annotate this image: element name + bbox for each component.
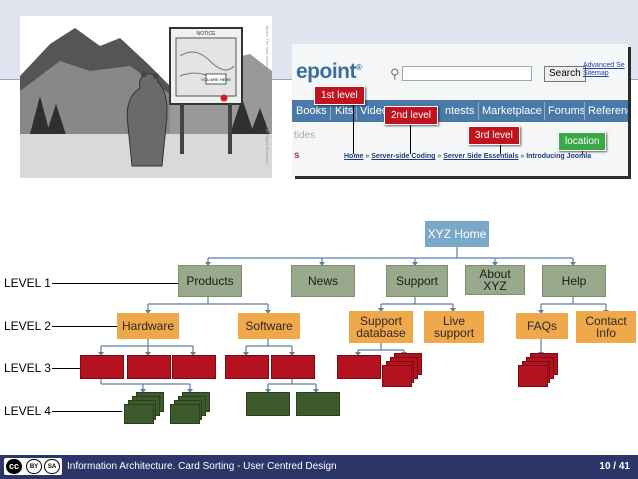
breadcrumb-home[interactable]: Home (344, 153, 364, 160)
nav-separator (478, 102, 479, 120)
bear-map-cartoon: YOU ARE HERE NOTICE Bears, The New Yorke… (20, 16, 272, 178)
nav-books[interactable]: Books (296, 105, 327, 117)
level3-page (337, 355, 381, 379)
level3-page (80, 355, 124, 379)
nav-marketplace[interactable]: Marketplace (482, 105, 542, 117)
footer-title: Information Architecture. Card Sorting -… (67, 461, 337, 472)
tag-location: location (558, 132, 607, 151)
you-are-here-marker (220, 94, 228, 102)
page-number: 10 / 41 (599, 461, 630, 472)
sign-title: NOTICE (197, 31, 217, 37)
breadcrumb-level2[interactable]: Server Side Essentials (443, 153, 519, 160)
advanced-search-link[interactable]: Advanced Se (583, 62, 625, 69)
pointer-line-first (353, 104, 354, 154)
slide-footer: cc BY SA Information Architecture. Card … (0, 455, 638, 479)
cc-icon: cc (6, 459, 22, 474)
hierarchy-connectors (98, 247, 609, 393)
level-3-label: LEVEL 3 (4, 361, 51, 375)
site-search-button[interactable]: Search (544, 66, 586, 82)
svg-text:Bears, The New Yorker Collecti: Bears, The New Yorker Collection from ca… (265, 26, 270, 165)
sitemap-link[interactable]: Sitemap (583, 70, 609, 77)
node-software: Software (238, 313, 300, 339)
breadcrumb-separator: » (437, 153, 442, 160)
tag-third-level: 3rd level (468, 126, 520, 145)
level-2-label: LEVEL 2 (4, 319, 51, 333)
node-products: Products (178, 265, 242, 297)
level3-page (225, 355, 269, 379)
nav-video[interactable]: Video (360, 105, 388, 117)
breadcrumb: Home » Server-side Coding » Server Side … (344, 153, 591, 160)
level4-page (296, 392, 340, 416)
nav-forums[interactable]: Forums (548, 105, 586, 117)
level-1-label: LEVEL 1 (4, 276, 51, 290)
pointer-line-third (500, 140, 501, 154)
breadcrumb-current: Introducing Joomla (526, 153, 592, 160)
nav-separator (584, 102, 585, 120)
node-help: Help (542, 265, 606, 297)
sidebar-fragment: tides (294, 130, 316, 141)
level4-page (246, 392, 290, 416)
advanced-search-links[interactable]: Advanced Se Sitemap (583, 62, 625, 78)
node-support-database: Support database (349, 311, 413, 343)
node-news: News (291, 265, 355, 297)
tag-first-level: 1st level (314, 86, 365, 105)
nav-separator (356, 102, 357, 120)
node-about-xyz: About XYZ (465, 265, 525, 295)
node-contact-info: Contact Info (576, 311, 636, 343)
breadcrumb-separator: » (520, 153, 525, 160)
node-xyz-home: XYZ Home (425, 221, 489, 247)
breadcrumb-level1[interactable]: Server-side Coding (371, 153, 436, 160)
node-faqs: FAQs (516, 313, 568, 339)
level3-page (127, 355, 171, 379)
node-support: Support (386, 265, 448, 297)
level-4-pointer (52, 411, 122, 412)
website-screenshot: epoint® ⚲ Search Advanced Se Sitemap Boo… (292, 44, 628, 176)
nav-contests[interactable]: ntests (445, 105, 475, 117)
node-hardware: Hardware (117, 313, 179, 339)
you-are-here-label: YOU ARE HERE (201, 77, 231, 82)
level3-page (271, 355, 315, 379)
level3-page (172, 355, 216, 379)
breadcrumb-separator: » (365, 153, 370, 160)
nav-separator (544, 102, 545, 120)
nav-reference[interactable]: Reference (588, 105, 628, 117)
level-1-pointer (52, 283, 178, 284)
sidebar-mark: s (294, 150, 300, 161)
search-icon: ⚲ (390, 66, 400, 81)
tag-second-level: 2nd level (384, 106, 439, 125)
level-4-label: LEVEL 4 (4, 404, 51, 418)
nav-kits[interactable]: Kits (335, 105, 354, 117)
pointer-line-location (582, 148, 583, 154)
level-2-pointer (52, 326, 118, 327)
attribution-icon: BY (26, 459, 42, 474)
node-live-support: Live support (424, 311, 484, 343)
nav-separator (330, 102, 331, 120)
site-search-input[interactable] (402, 66, 532, 81)
cartoon-drawing: YOU ARE HERE NOTICE Bears, The New Yorke… (20, 16, 272, 178)
site-logo: epoint® (296, 60, 362, 83)
level-3-pointer (52, 368, 80, 369)
creative-commons-badge[interactable]: cc BY SA (4, 458, 62, 475)
share-alike-icon: SA (44, 459, 60, 474)
site-nav-bar: Books Kits Video ntests Marketplace Foru… (292, 100, 628, 122)
pointer-line-second (410, 124, 411, 154)
